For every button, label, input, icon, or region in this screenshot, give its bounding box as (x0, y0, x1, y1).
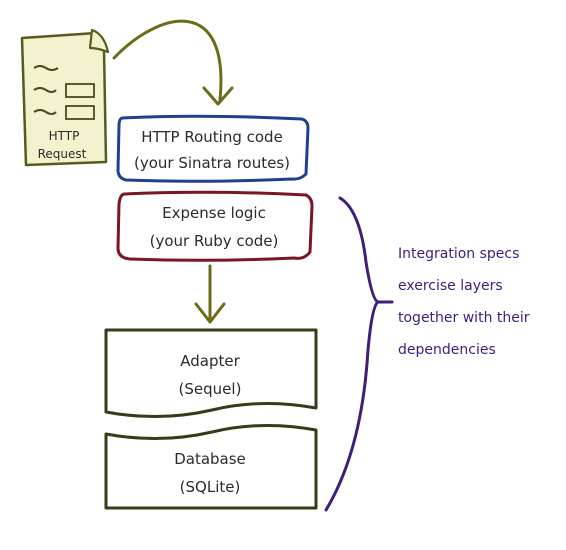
routing-layer-box (116, 114, 310, 183)
document-field-box (65, 83, 95, 98)
document-squiggle (33, 65, 59, 71)
expense-logic-layer-box (116, 190, 314, 262)
document-field-box (65, 105, 95, 120)
database-title: Database (174, 450, 246, 468)
annotation-line-2: exercise layers (398, 278, 503, 294)
bracket-curve (324, 196, 382, 512)
request-arrow (112, 19, 234, 106)
integration-annotation: Integration specs exercise layers togeth… (398, 246, 530, 358)
database-layer: Database (SQLite) (104, 423, 318, 510)
document-squiggle (33, 109, 57, 115)
expense-logic-subtitle: (your Ruby code) (150, 232, 279, 250)
document-page-shape (20, 31, 108, 167)
expense-logic-title: Expense logic (162, 204, 266, 222)
expense-logic-layer: Expense logic (your Ruby code) (116, 190, 314, 262)
document-curled-corner (88, 28, 110, 54)
routing-layer-subtitle: (your Sinatra routes) (134, 154, 290, 172)
document-label-http: HTTP (49, 129, 80, 143)
database-subtitle: (SQLite) (180, 478, 241, 496)
adapter-subtitle: (Sequel) (179, 380, 242, 398)
routing-layer: HTTP Routing code (your Sinatra routes) (116, 114, 310, 183)
document-label-request: Request (38, 147, 87, 161)
document-squiggle (33, 87, 57, 93)
annotation-line-3: together with their (398, 310, 530, 326)
routing-layer-title: HTTP Routing code (141, 128, 283, 146)
integration-bracket (324, 196, 394, 512)
http-request-document: HTTP Request (20, 28, 110, 167)
adapter-title: Adapter (180, 352, 240, 370)
adapter-layer: Adapter (Sequel) (104, 328, 318, 419)
adapter-layer-box (104, 328, 318, 419)
down-arrow-head (194, 302, 226, 324)
annotation-line-4: dependencies (398, 342, 496, 358)
request-arrow-shaft (112, 19, 223, 102)
request-arrow-head (202, 86, 234, 106)
annotation-line-1: Integration specs (398, 246, 519, 262)
logic-to-adapter-arrow (194, 264, 226, 324)
database-layer-box (104, 423, 318, 510)
